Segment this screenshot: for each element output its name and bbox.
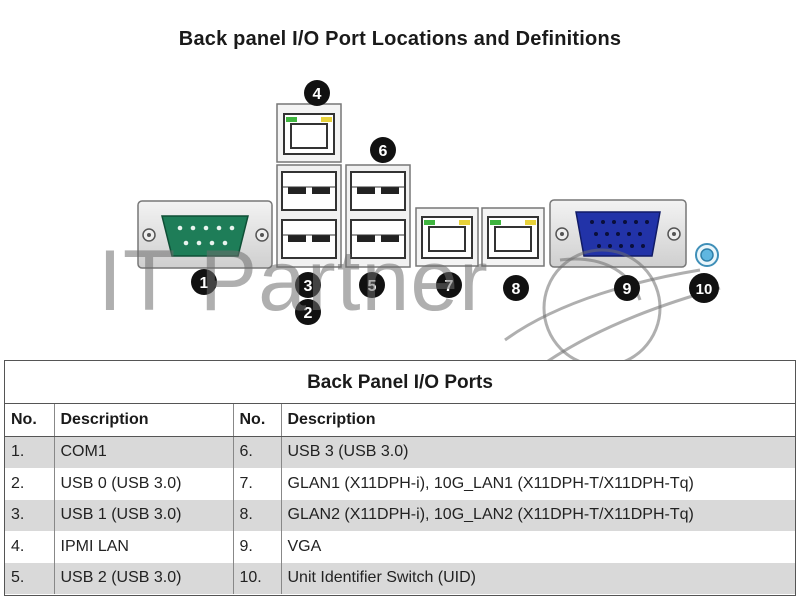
uid-switch	[695, 243, 719, 267]
cell-no: 8.	[233, 499, 282, 531]
callout-4-label: 4	[313, 86, 322, 103]
callout-6-label: 6	[379, 143, 388, 160]
page-title: Back panel I/O Port Locations and Defini…	[178, 28, 622, 50]
table-header-row: No. Description No. Description	[5, 404, 795, 437]
cell-description: GLAN2 (X11DPH-i), 10G_LAN2 (X11DPH-T/X11…	[281, 499, 795, 531]
callout-8-label: 8	[512, 281, 521, 298]
cell-no: 2.	[5, 468, 55, 500]
table-caption: Back Panel I/O Ports	[5, 361, 795, 404]
callout-6: 6	[370, 137, 396, 163]
cell-no: 3.	[5, 499, 55, 531]
lan2-port	[481, 207, 545, 267]
cell-no: 4.	[5, 531, 55, 563]
callout-2-label: 2	[304, 305, 313, 322]
header-no-1: No.	[5, 404, 55, 437]
vga-port	[549, 199, 687, 268]
io-ports-grid: No. Description No. Description 1. COM1 …	[5, 404, 795, 594]
cell-no: 5.	[5, 562, 55, 594]
callout-7-label: 7	[445, 278, 454, 295]
cell-description: Unit Identifier Switch (UID)	[281, 562, 795, 594]
header-description-2: Description	[281, 404, 795, 437]
callout-10-label: 10	[696, 281, 713, 298]
callout-3-label: 3	[304, 278, 313, 295]
callout-1-label: 1	[200, 275, 209, 292]
table-row: 2. USB 0 (USB 3.0) 7. GLAN1 (X11DPH-i), …	[5, 468, 795, 500]
callout-10: 10	[689, 273, 719, 303]
callout-9-label: 9	[623, 281, 632, 298]
callout-3: 3	[295, 272, 321, 298]
cell-description: USB 3 (USB 3.0)	[281, 436, 795, 468]
callout-4: 4	[304, 80, 330, 106]
cell-no: 6.	[233, 436, 282, 468]
header-description-1: Description	[54, 404, 234, 437]
com1-port	[137, 200, 273, 269]
table-row: 3. USB 1 (USB 3.0) 8. GLAN2 (X11DPH-i), …	[5, 499, 795, 531]
watermark-swoosh	[504, 248, 721, 360]
cell-description: VGA	[281, 531, 795, 563]
cell-description: IPMI LAN	[54, 531, 234, 563]
cell-description: USB 2 (USB 3.0)	[54, 562, 234, 594]
cell-no: 9.	[233, 531, 282, 563]
callout-5-label: 5	[368, 278, 377, 295]
cell-description: COM1	[54, 436, 234, 468]
cell-no: 1.	[5, 436, 55, 468]
callout-2: 2	[295, 299, 321, 325]
cell-no: 10.	[233, 562, 282, 594]
callout-7: 7	[436, 272, 462, 298]
callout-1: 1	[191, 269, 217, 295]
usb-stack-right	[345, 164, 411, 268]
callout-9: 9	[614, 275, 640, 301]
back-panel-diagram: 1 2 3 4 5 6 7 8 9 10	[137, 80, 721, 360]
usb-stack-left	[276, 164, 342, 268]
table-row: 4. IPMI LAN 9. VGA	[5, 531, 795, 563]
cell-description: USB 1 (USB 3.0)	[54, 499, 234, 531]
io-ports-table: Back Panel I/O Ports No. Description No.…	[4, 360, 796, 596]
table-row: 5. USB 2 (USB 3.0) 10. Unit Identifier S…	[5, 562, 795, 594]
lan1-port	[415, 207, 479, 267]
header-no-2: No.	[233, 404, 282, 437]
callout-8: 8	[503, 275, 529, 301]
table-row: 1. COM1 6. USB 3 (USB 3.0)	[5, 436, 795, 468]
cell-no: 7.	[233, 468, 282, 500]
ipmi-lan-port	[276, 103, 342, 163]
callout-5: 5	[359, 272, 385, 298]
cell-description: GLAN1 (X11DPH-i), 10G_LAN1 (X11DPH-T/X11…	[281, 468, 795, 500]
watermark-text: IT Partner	[98, 233, 489, 329]
cell-description: USB 0 (USB 3.0)	[54, 468, 234, 500]
